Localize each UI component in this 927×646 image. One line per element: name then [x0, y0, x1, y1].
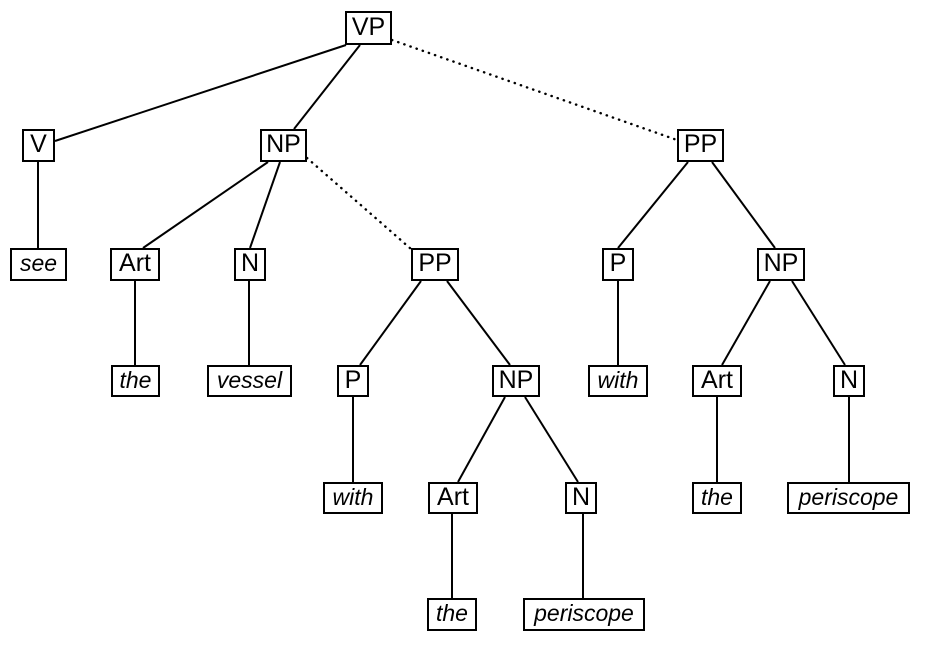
tree-edge-np_right-to-n_right [791, 280, 846, 366]
tree-node-label: vessel [216, 366, 283, 393]
tree-node-p_mid[interactable]: P [337, 365, 369, 397]
tree-edge-pp_right-to-p_right [617, 161, 689, 249]
tree-node-label: with [597, 366, 639, 393]
tree-node-label: periscope [534, 600, 634, 626]
tree-edge-np1-to-pp_mid [305, 156, 413, 251]
tree-node-peri_r[interactable]: periscope [787, 482, 910, 514]
tree-node-label: P [609, 249, 627, 277]
tree-node-label: see [19, 250, 58, 276]
tree-node-label: Art [437, 482, 469, 511]
tree-node-with_r[interactable]: with [588, 365, 648, 397]
tree-edge-vp-to-pp_right [390, 38, 679, 142]
tree-edge-vp-to-np1 [293, 44, 361, 130]
tree-edge-pp_mid-to-p_mid [359, 280, 422, 366]
tree-node-label: periscope [798, 483, 899, 510]
tree-node-pp_mid[interactable]: PP [411, 248, 459, 281]
tree-edge-pp_mid-to-np_mid [446, 280, 511, 366]
tree-node-label: with [332, 483, 374, 510]
tree-node-the_r[interactable]: the [692, 482, 742, 514]
tree-node-label: PP [418, 249, 452, 277]
tree-edge-vp-to-v [54, 44, 347, 142]
tree-node-label: the [701, 483, 733, 510]
tree-edge-np1-to-art1 [142, 161, 269, 249]
tree-node-v[interactable]: V [22, 129, 55, 162]
tree-node-label: the [436, 600, 468, 626]
tree-node-label: the [119, 366, 152, 393]
tree-edge-np_mid-to-n_mid [524, 396, 579, 483]
tree-node-np_mid[interactable]: NP [492, 365, 540, 397]
tree-node-label: Art [701, 365, 733, 394]
tree-node-label: PP [683, 130, 718, 158]
tree-node-vp[interactable]: VP [345, 11, 392, 45]
tree-node-label: NP [498, 365, 534, 394]
tree-node-art1[interactable]: Art [110, 248, 160, 281]
tree-node-pp_right[interactable]: PP [677, 129, 724, 162]
tree-node-label: N [571, 482, 591, 511]
tree-node-label: V [30, 130, 47, 158]
tree-node-np_right[interactable]: NP [757, 248, 805, 281]
tree-node-peri_m[interactable]: periscope [523, 598, 645, 631]
tree-node-with_m[interactable]: with [323, 482, 383, 514]
tree-node-label: VP [351, 12, 386, 41]
tree-node-label: P [344, 365, 362, 394]
tree-edge-np1-to-n1 [249, 161, 281, 249]
tree-node-the_m[interactable]: the [427, 598, 477, 631]
tree-node-n_right[interactable]: N [833, 365, 865, 397]
tree-node-see[interactable]: see [10, 248, 67, 281]
tree-edge-np_mid-to-art_mid [457, 396, 506, 483]
tree-node-label: Art [119, 249, 151, 277]
tree-edge-np_right-to-art_right [721, 280, 771, 366]
tree-node-the1[interactable]: the [111, 365, 160, 397]
tree-node-label: N [240, 249, 260, 277]
tree-node-art_mid[interactable]: Art [428, 482, 478, 514]
tree-node-np1[interactable]: NP [260, 129, 307, 162]
tree-node-art_right[interactable]: Art [692, 365, 742, 397]
tree-node-vessel[interactable]: vessel [207, 365, 292, 397]
tree-node-n_mid[interactable]: N [565, 482, 597, 514]
tree-node-label: NP [763, 249, 799, 277]
tree-node-n1[interactable]: N [234, 248, 266, 281]
tree-node-label: N [839, 365, 859, 394]
tree-node-label: NP [266, 130, 301, 158]
tree-node-p_right[interactable]: P [602, 248, 634, 281]
tree-edge-pp_right-to-np_right [711, 161, 776, 249]
